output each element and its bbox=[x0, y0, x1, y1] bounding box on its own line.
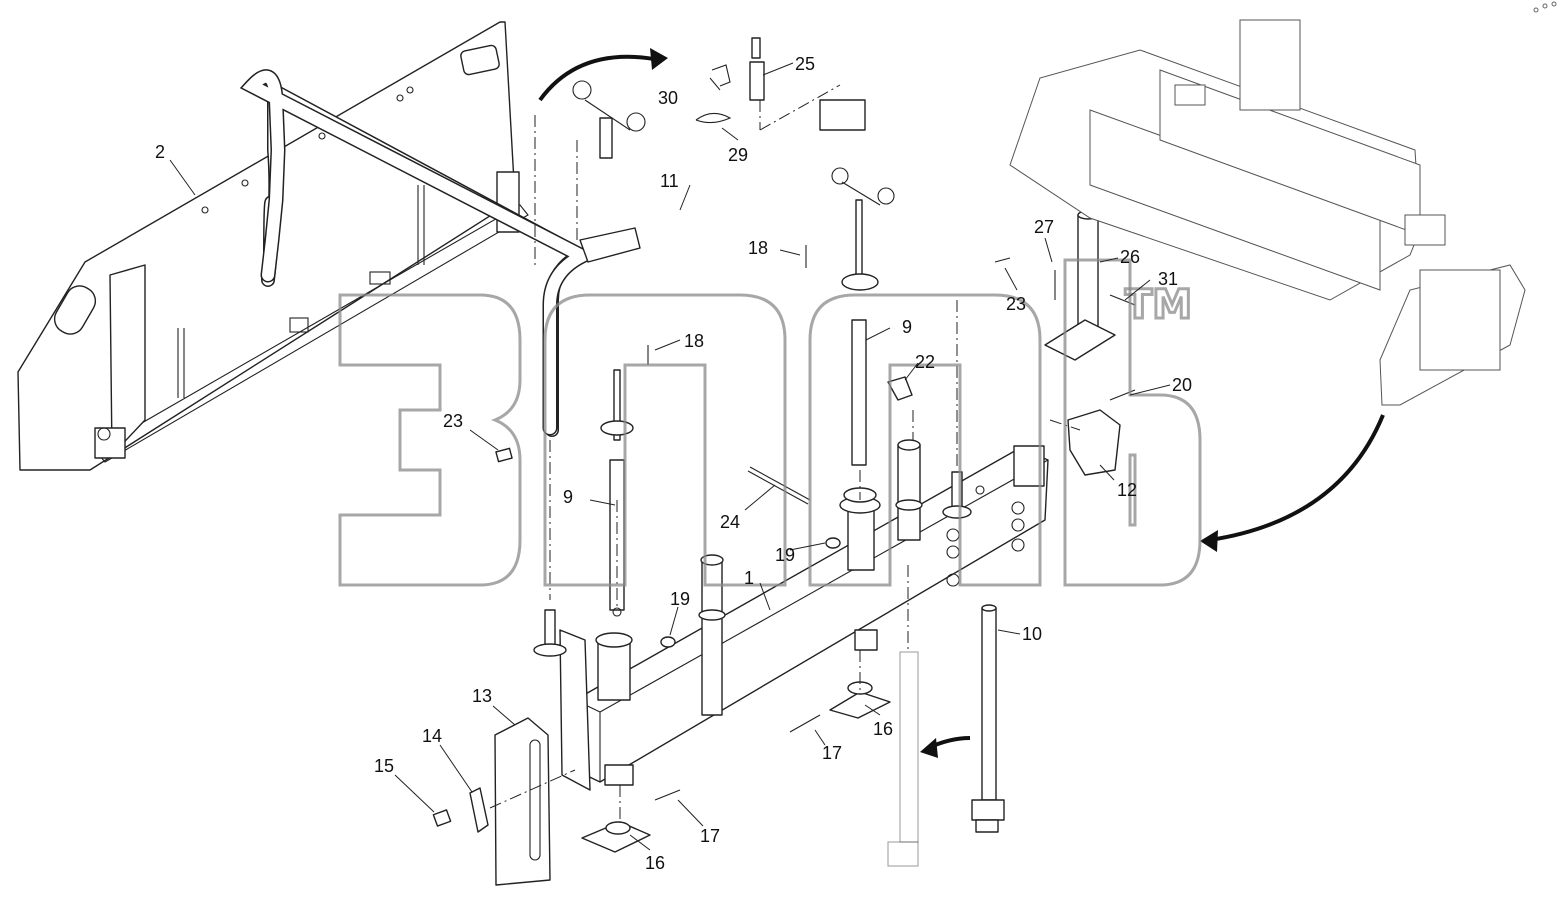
callout-19-lower: 19 bbox=[670, 589, 690, 609]
leader-lines bbox=[169, 62, 1171, 851]
bracket-part-13 bbox=[494, 717, 551, 886]
callout-18-lower: 18 bbox=[684, 331, 704, 351]
bracket-part-12 bbox=[1067, 409, 1121, 476]
callout-9-left: 9 bbox=[563, 487, 573, 507]
callout-1: 1 bbox=[744, 568, 754, 588]
callout-23-right: 23 bbox=[1006, 294, 1026, 314]
callout-31: 31 bbox=[1158, 269, 1178, 289]
callout-labels: 2 11 30 29 25 18 18 9 9 22 20 12 23 23 2… bbox=[155, 54, 1192, 873]
callout-2: 2 bbox=[155, 142, 165, 162]
callout-9-right: 9 bbox=[902, 317, 912, 337]
corner-mark bbox=[1533, 1, 1557, 13]
trademark-mark: TM bbox=[1125, 282, 1192, 328]
plate-part-14 bbox=[469, 787, 489, 833]
callout-27: 27 bbox=[1034, 217, 1054, 237]
callout-19-upper: 19 bbox=[775, 545, 795, 565]
callout-10: 10 bbox=[1022, 624, 1042, 644]
pin-part-10 bbox=[887, 604, 1005, 867]
fasteners bbox=[432, 37, 1136, 827]
jack-screw-part-9-right bbox=[831, 167, 895, 503]
callout-26: 26 bbox=[1120, 247, 1140, 267]
direction-arrows bbox=[538, 48, 1385, 758]
clamp-part-16-upper bbox=[829, 681, 891, 719]
callout-13: 13 bbox=[472, 686, 492, 706]
callout-18-upper: 18 bbox=[748, 238, 768, 258]
callout-20: 20 bbox=[1172, 375, 1192, 395]
callout-17-lower: 17 bbox=[700, 826, 720, 846]
callout-22: 22 bbox=[915, 352, 935, 372]
paver-machine-overview bbox=[1009, 19, 1526, 406]
brand-watermark: TM bbox=[338, 258, 1202, 587]
callout-16-upper: 16 bbox=[873, 719, 893, 739]
handle-assembly-top bbox=[572, 80, 866, 263]
callout-11: 11 bbox=[660, 171, 679, 191]
callout-24: 24 bbox=[720, 512, 740, 532]
handrail-tube bbox=[239, 69, 599, 436]
callout-30: 30 bbox=[658, 88, 678, 108]
jack-screw-part-9-left bbox=[600, 369, 634, 617]
callout-17-upper: 17 bbox=[822, 743, 842, 763]
callout-16-lower: 16 bbox=[645, 853, 665, 873]
callout-14: 14 bbox=[422, 726, 442, 746]
main-beam-part-1 bbox=[559, 445, 1049, 791]
assembly-lines bbox=[489, 84, 1081, 820]
callout-15: 15 bbox=[374, 756, 394, 776]
callout-29: 29 bbox=[728, 145, 748, 165]
callout-12: 12 bbox=[1117, 480, 1137, 500]
callout-23-left: 23 bbox=[443, 411, 463, 431]
clamp-part-16-lower bbox=[581, 821, 651, 853]
callout-25: 25 bbox=[795, 54, 815, 74]
